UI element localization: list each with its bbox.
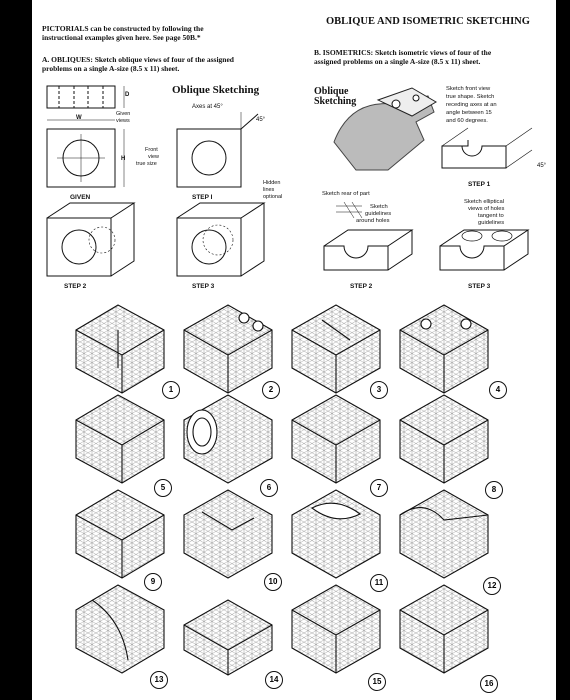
given-views-label-2: views: [116, 118, 130, 124]
problem-14-drawing: [183, 599, 273, 676]
problem-number-7: 7: [370, 479, 388, 497]
section-a-line1: A. OBLIQUES: Sketch oblique views of fou…: [42, 55, 234, 64]
problem-number-4: 4: [489, 381, 507, 399]
oblique-sketching-heading-b-1: Oblique: [314, 86, 349, 97]
front-note-4: angle between 15: [446, 110, 492, 116]
oblique-step1-drawing: [176, 112, 259, 188]
problem-number-5: 5: [154, 479, 172, 497]
problem-16-drawing: [399, 584, 489, 674]
label-b-step2: STEP 2: [350, 283, 373, 290]
rear-note: Sketch rear of part: [322, 191, 370, 197]
problem-number-3: 3: [370, 381, 388, 399]
hand-photo-illustration: [333, 87, 437, 171]
angle-label-b: 45°: [537, 163, 547, 169]
label-b-step3: STEP 3: [468, 283, 491, 290]
problem-5-drawing: [75, 394, 165, 484]
guidelines-note-3: around holes: [356, 218, 390, 224]
elliptical-note-4: guidelines: [478, 220, 505, 226]
problem-10-drawing: [183, 489, 273, 579]
elliptical-note-3: tangent to: [478, 213, 504, 219]
hidden-lines-label-3: optional: [263, 194, 283, 200]
label-a-step3: STEP 3: [192, 283, 215, 290]
problem-13-drawing: [75, 584, 165, 674]
problem-number-16: 16: [480, 675, 498, 693]
label-b-step1: STEP 1: [468, 181, 491, 188]
front-view-label-3: true size: [136, 161, 157, 167]
angle-label-a: 45°: [256, 117, 266, 123]
problem-number-6: 6: [260, 479, 278, 497]
worksheet: PICTORIALS can be constructed by followi…: [32, 0, 556, 700]
front-view-label-2: view: [148, 154, 160, 160]
problem-11-drawing: [291, 489, 381, 579]
label-a-step2: STEP 2: [64, 283, 87, 290]
problem-number-15: 15: [368, 673, 386, 691]
axes-label: Axes at 45°: [192, 104, 223, 110]
guidelines-note-2: guidelines: [365, 211, 392, 217]
problem-number-12: 12: [483, 577, 501, 595]
section-a-line2: problems on a single A-size (8.5 x 11) s…: [42, 64, 180, 73]
problem-7-drawing: [291, 394, 381, 484]
problem-6-drawing: [183, 394, 273, 484]
label-given: GIVEN: [70, 194, 91, 201]
intro-text-line2: instructional examples given here. See p…: [42, 33, 201, 42]
problem-number-1: 1: [162, 381, 180, 399]
dim-w-label: W: [76, 115, 82, 121]
problem-8-drawing: [399, 394, 489, 484]
dim-d-label: D: [125, 92, 130, 98]
problem-2-drawing: [183, 304, 273, 394]
hidden-lines-label-2: lines: [263, 187, 275, 193]
page-title: OBLIQUE AND ISOMETRIC SKETCHING: [326, 16, 530, 27]
front-note-5: and 60 degrees.: [446, 118, 488, 124]
front-note-1: Sketch front view: [446, 86, 491, 92]
problem-drawings: [75, 304, 489, 676]
iso-step3-drawing: [439, 229, 530, 271]
problem-number-11: 11: [370, 574, 388, 592]
left-scan-border: [0, 0, 32, 700]
section-b-line2: assigned problems on a single A-size (8.…: [314, 57, 481, 66]
given-views-drawing: [46, 85, 125, 188]
problem-number-2: 2: [262, 381, 280, 399]
problem-3-drawing: [291, 304, 381, 394]
intro-text-line1: PICTORIALS can be constructed by followi…: [42, 24, 204, 33]
oblique-sketching-heading: Oblique Sketching: [172, 84, 260, 96]
problem-number-14: 14: [265, 671, 283, 689]
right-scan-border: [556, 0, 570, 700]
guidelines-note-1: Sketch: [370, 204, 388, 210]
problem-number-9: 9: [144, 573, 162, 591]
problem-number-8: 8: [485, 481, 503, 499]
section-b-line1: B. ISOMETRICS: Sketch isometric views of…: [314, 48, 492, 57]
drawing-layer: [46, 85, 533, 676]
oblique-step2-drawing: [46, 202, 136, 277]
iso-step2-drawing: [323, 201, 414, 271]
hidden-lines-label-1: Hidden: [263, 180, 281, 186]
problem-1-drawing: [75, 304, 165, 394]
oblique-step3-drawing: [176, 202, 266, 277]
oblique-sketching-heading-b-2: Sketching: [314, 96, 357, 107]
dim-h-label: H: [121, 156, 126, 162]
given-views-label-1: Given: [116, 111, 131, 117]
problem-12-drawing: [399, 489, 489, 579]
iso-step1-drawing: [441, 127, 533, 169]
front-view-label-1: Front: [145, 147, 158, 153]
elliptical-note-1: Sketch elliptical: [464, 199, 504, 205]
problem-4-drawing: [399, 304, 489, 394]
problem-15-drawing: [291, 584, 381, 674]
problem-number-13: 13: [150, 671, 168, 689]
elliptical-note-2: views of holes: [468, 206, 505, 212]
problem-9-drawing: [75, 489, 165, 579]
front-note-3: receding axes at an: [446, 102, 497, 108]
label-a-step1: STEP I: [192, 194, 213, 201]
problem-number-10: 10: [264, 573, 282, 591]
front-note-2: true shape. Sketch: [446, 94, 495, 100]
